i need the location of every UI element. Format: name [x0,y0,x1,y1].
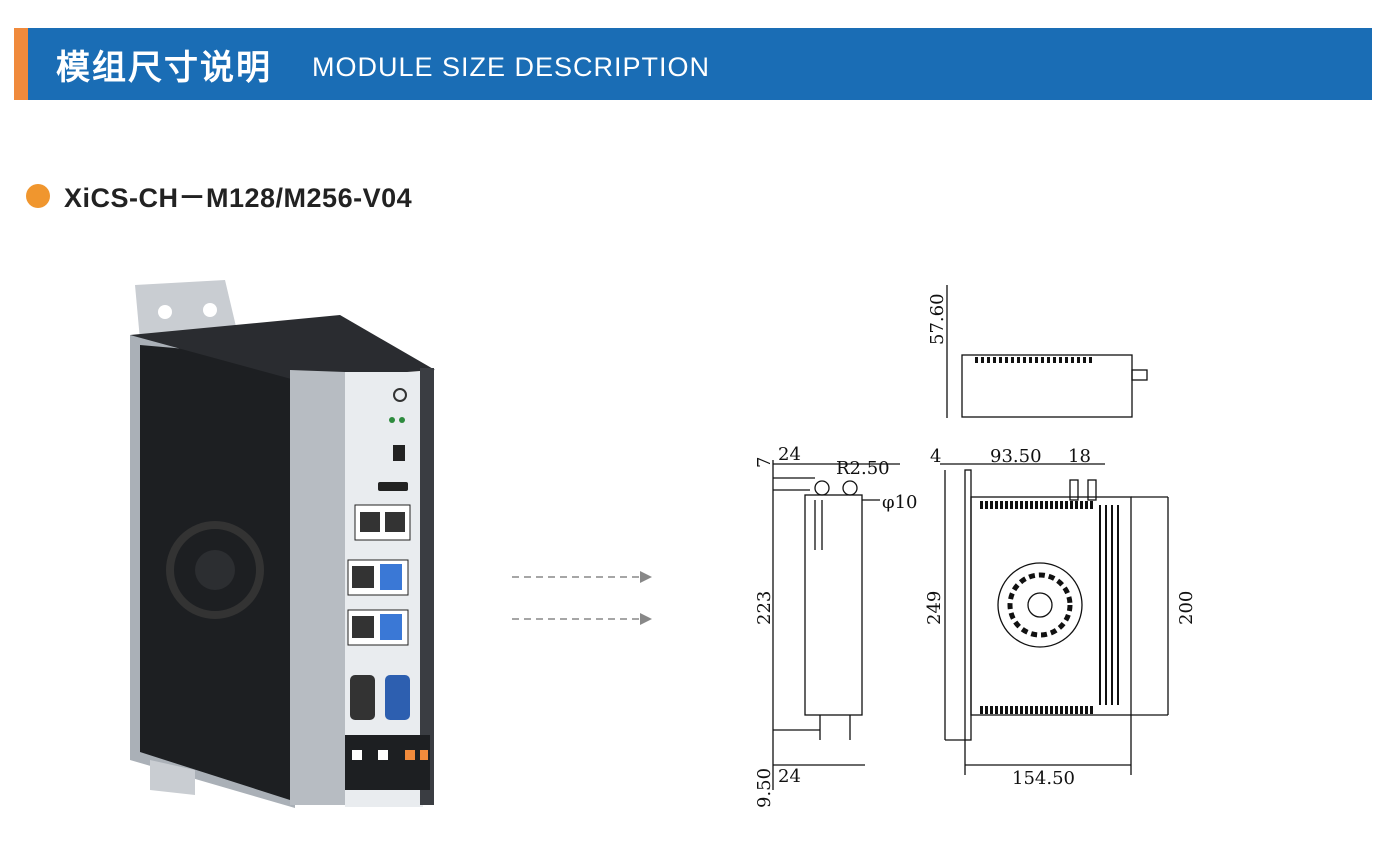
section-header: 模组尺寸说明 MODULE SIZE DESCRIPTION [28,28,1372,100]
dim-top-height: 57.60 [927,293,948,345]
section-title-en: MODULE SIZE DESCRIPTION [312,51,711,82]
section-title-cn: 模组尺寸说明 [56,47,272,88]
model-heading: XiCS-CH－M128/M256-V04 [26,176,412,215]
model-name: XiCS-CH－M128/M256-V04 [64,183,413,213]
header-accent [14,28,28,100]
dim-front-body-height: 200 [1176,591,1197,625]
dim-front-span: 93.50 [990,446,1042,467]
dim-front-antenna: 18 [1068,446,1091,467]
dim-side-bottom-width: 24 [778,766,801,787]
dim-hole: φ10 [882,492,918,513]
bullet-icon [26,183,50,208]
device-photo [130,280,435,808]
dimension-labels: 57.60 7 24 R2.50 φ10 223 9.50 24 4 93.50… [754,293,1197,808]
dim-front-width: 154.50 [1012,768,1075,789]
dim-side-top-width: 24 [778,444,801,465]
technical-drawing [772,285,1169,790]
dim-side-height: 223 [754,591,775,625]
dim-radius: R2.50 [836,458,890,479]
dim-front-total-height: 249 [924,591,945,625]
dim-front-left: 4 [930,446,941,467]
arrow-icon [512,571,652,625]
dim-side-top-offset: 7 [754,457,775,468]
dim-side-bottom-offset: 9.50 [754,768,775,808]
